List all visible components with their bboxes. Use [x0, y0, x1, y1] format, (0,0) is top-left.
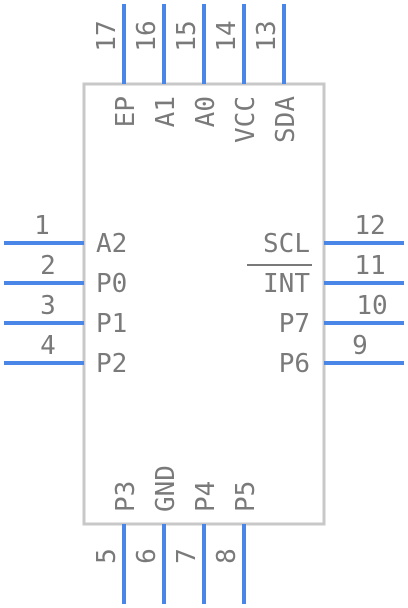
pin-4: 4 P2 — [4, 331, 127, 379]
pin-10: 10 P7 — [279, 291, 404, 339]
pin-number: 14 — [212, 20, 242, 51]
pin-12: 12 SCL — [263, 211, 404, 259]
pin-9: 9 P6 — [279, 331, 404, 379]
pin-number: 16 — [132, 20, 162, 51]
pin-label: P1 — [96, 309, 127, 339]
pin-number: 7 — [172, 548, 202, 564]
pin-label: A2 — [96, 229, 127, 259]
pin-13: 13 SDA — [252, 4, 301, 143]
pin-label: P7 — [279, 309, 310, 339]
pin-number: 3 — [40, 291, 56, 321]
pin-label: A0 — [191, 96, 221, 127]
pin-17: 17 EP — [92, 4, 141, 127]
pin-label: VCC — [231, 96, 261, 143]
pin-number: 5 — [92, 548, 122, 564]
pin-number: 6 — [132, 548, 162, 564]
pin-number: 17 — [92, 20, 122, 51]
pin-label: A1 — [151, 96, 181, 127]
pin-label: P3 — [111, 481, 141, 512]
pin-label: SCL — [263, 229, 310, 259]
pin-number: 12 — [354, 211, 385, 241]
pin-5: 5 P3 — [92, 481, 141, 604]
pin-label: P5 — [231, 481, 261, 512]
pin-label: P4 — [191, 481, 221, 512]
pin-number: 4 — [40, 331, 56, 361]
pin-11: 11 INT — [247, 251, 404, 299]
pin-label: EP — [111, 96, 141, 127]
component-body — [82, 82, 326, 526]
pin-number: 2 — [40, 251, 56, 281]
pin-number: 8 — [212, 548, 242, 564]
pin-number: 13 — [252, 20, 282, 51]
pin-2: 2 P0 — [4, 251, 127, 299]
pin-15: 15 A0 — [172, 4, 221, 127]
pin-3: 3 P1 — [4, 291, 127, 339]
pin-number: 9 — [352, 331, 368, 361]
pin-label: P6 — [279, 349, 310, 379]
pin-16: 16 A1 — [132, 4, 181, 127]
pin-14: 14 VCC — [212, 4, 261, 143]
pin-1: 1 A2 — [4, 211, 127, 259]
pin-number: 10 — [356, 291, 387, 321]
pin-number: 15 — [172, 20, 202, 51]
pin-6: 6 GND — [132, 465, 181, 604]
pin-label: P2 — [96, 349, 127, 379]
pin-label: INT — [263, 269, 310, 299]
pin-number: 1 — [34, 211, 50, 241]
pin-7: 7 P4 — [172, 481, 221, 604]
pin-number: 11 — [354, 251, 385, 281]
pin-label: P0 — [96, 269, 127, 299]
pin-label: SDA — [271, 96, 301, 143]
pin-label: GND — [151, 465, 181, 512]
pin-8: 8 P5 — [212, 481, 261, 604]
